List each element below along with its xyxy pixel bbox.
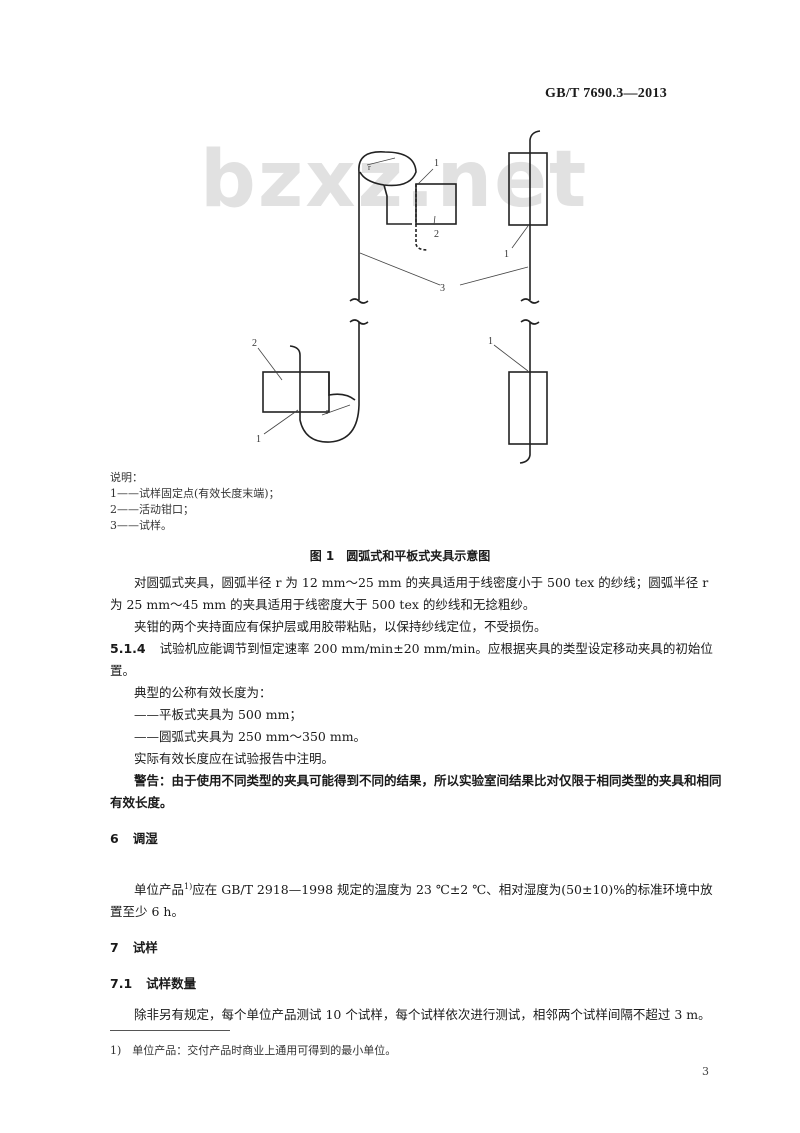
label-specimen: 3 [440, 283, 445, 294]
legend-item: 2——活动钳口； [110, 503, 194, 516]
section-number: 7 [110, 940, 119, 955]
page-number: 3 [702, 1065, 709, 1078]
label-fixed-point-right-lower: 1 [488, 336, 493, 347]
section-title: 试样 [132, 940, 158, 955]
standard-code: GB/T 7690.3—2013 [545, 86, 668, 101]
label-fixed-point-right-upper: 1 [504, 249, 509, 260]
label-radius-lower: r [326, 407, 329, 416]
figure-caption: 图 1 圆弧式和平板式夹具示意图 [309, 549, 491, 563]
section-6-heading: 6 调湿 [110, 828, 158, 847]
paragraph-clamp-faces: 夹钳的两个夹持面应有保护层或用胶带粘贴，以保持纱线定位，不受损伤。 [134, 619, 547, 634]
footnote-divider [110, 1030, 230, 1031]
paragraph-typical-length: 典型的公称有效长度为： [134, 685, 272, 700]
legend-item: 1——试样固定点(有效长度末端)； [110, 487, 280, 500]
list-item-arc: ——圆弧式夹具为 250 mm～350 mm。 [134, 729, 367, 744]
clamp-diagram: 3 1 2 1 2 1 1 r r [252, 130, 548, 464]
subsection-title: 试样数量 [146, 976, 197, 991]
section-7-1-heading: 7.1 试样数量 [110, 973, 196, 992]
section-title: 调湿 [132, 831, 158, 846]
footnote-ref: 1) [184, 882, 193, 891]
section-6-text: 单位产品1)应在 GB/T 2918—1998 规定的温度为 23 ℃±2 ℃、… [110, 882, 713, 920]
figure-legend: 说明： 1——试样固定点(有效长度末端)； 2——活动钳口； 3——试样。 [110, 470, 280, 534]
clause-number: 5.1.4 [110, 641, 146, 656]
subsection-number: 7.1 [110, 976, 133, 991]
label-moving-clamp-upper: 2 [434, 229, 439, 240]
watermark: bzxz.net [200, 135, 589, 225]
label-fixed-point-upper: 1 [434, 158, 439, 169]
label-radius-upper: r [368, 163, 371, 172]
footnote: 1) 单位产品：交付产品时商业上通用可得到的最小单位。 [110, 1044, 397, 1057]
section-7-1-text: 除非另有规定，每个单位产品测试 10 个试样，每个试样依次进行测试，相邻两个试样… [134, 1007, 711, 1022]
clause-text: 试验机应能调节到恒定速率 200 mm/min±20 mm/min。应根据夹具的… [110, 641, 713, 678]
label-moving-clamp-lower: 2 [252, 338, 257, 349]
section-7-heading: 7 试样 [110, 937, 158, 956]
legend-item: 3——试样。 [110, 519, 172, 532]
legend-title: 说明： [110, 471, 143, 484]
paragraph-actual-length: 实际有效长度应在试验报告中注明。 [134, 751, 335, 766]
list-item-flat: ——平板式夹具为 500 mm； [134, 707, 303, 722]
paragraph-arc-clamp: 对圆弧式夹具，圆弧半径 r 为 12 mm～25 mm 的夹具适用于线密度小于 … [110, 575, 709, 612]
warning-text: 警告：由于使用不同类型的夹具可能得到不同的结果，所以实验室间结果比对仅限于相同类… [110, 773, 722, 810]
label-fixed-point-lower: 1 [256, 434, 261, 445]
section-number: 6 [110, 831, 119, 846]
